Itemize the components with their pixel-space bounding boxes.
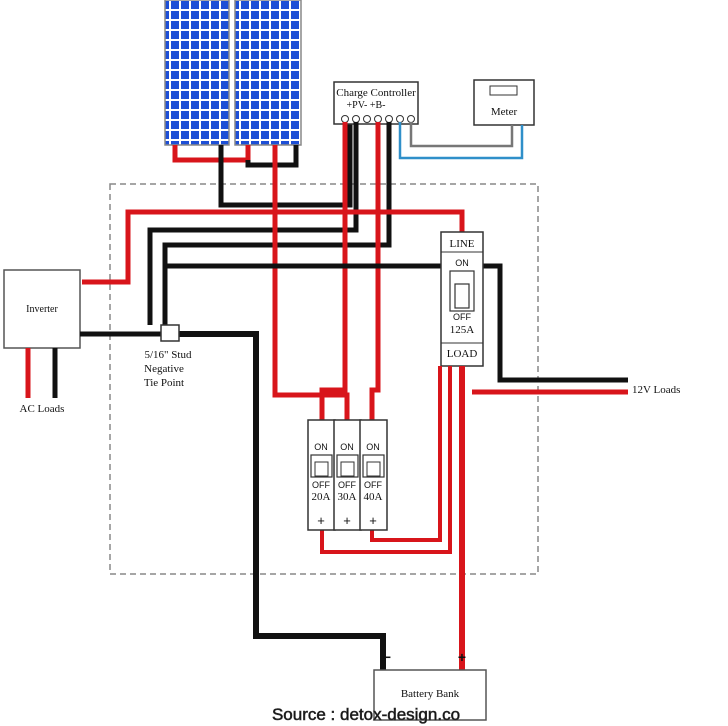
main-breaker-line-label: LINE — [449, 238, 474, 250]
panel-wire-black-left — [218, 120, 353, 208]
breaker-30a-rating: 30A — [338, 491, 357, 503]
ac-loads-label: AC Loads — [20, 403, 65, 415]
charge-controller-terminals: +PV- +B- — [347, 100, 386, 111]
panel-positive-bus — [272, 145, 350, 420]
stud-to-battery-negative — [172, 331, 386, 670]
tie-point-line1: 5/16" Stud — [145, 349, 192, 361]
breaker-40a: ON OFF 40A + — [359, 419, 388, 531]
pv-positive-to-breaker-20a — [319, 122, 348, 420]
breaker-20a-on: ON — [314, 442, 328, 452]
main-breaker-off-label: OFF — [453, 312, 471, 322]
breaker-30a-plus: + — [343, 513, 351, 528]
main-load-to-breakers-a — [320, 366, 452, 554]
breaker-30a-on: ON — [340, 442, 354, 452]
solar-panel-right — [234, 0, 302, 146]
loads-negative-wire — [162, 263, 628, 383]
main-breaker-load-label: LOAD — [447, 348, 478, 360]
tie-point-line2: Negative — [144, 363, 184, 375]
main-load-to-breakers-b — [370, 366, 442, 542]
breaker-20a: ON OFF 20A + — [307, 419, 336, 531]
breaker-40a-off: OFF — [364, 480, 382, 490]
breaker-30a-off: OFF — [338, 480, 356, 490]
battery-positive-to-breaker-40a — [369, 122, 381, 420]
meter-wire-blue — [398, 122, 524, 160]
breaker-20a-off: OFF — [312, 480, 330, 490]
charge-controller: Charge Controller +PV- +B- — [333, 81, 419, 125]
battery-bank: − + Battery Bank — [373, 649, 487, 721]
inverter: Inverter — [3, 269, 81, 349]
breaker-20a-plus: + — [317, 513, 325, 528]
inverter-positive-wire — [82, 209, 465, 285]
battery-label: Battery Bank — [401, 688, 460, 700]
main-breaker-on-label: ON — [455, 258, 469, 268]
meter: Meter — [473, 79, 535, 126]
battery-plus: + — [458, 649, 466, 665]
main-breaker-125a: LINE ON OFF 125A LOAD — [440, 231, 484, 367]
meter-wire-grey — [409, 122, 514, 148]
tie-point-line3: Tie Point — [144, 377, 184, 389]
breaker-20a-rating: 20A — [312, 491, 331, 503]
inverter-label: Inverter — [26, 304, 58, 315]
breaker-30a: ON OFF 30A + — [333, 419, 362, 531]
meter-label: Meter — [491, 106, 518, 118]
source-watermark: Source : detox-design.co — [272, 705, 460, 724]
loads-12v-label: 12V Loads — [632, 384, 680, 396]
main-breaker-rating: 125A — [450, 324, 475, 336]
battery-minus: − — [383, 649, 391, 665]
breaker-40a-rating: 40A — [364, 491, 383, 503]
panel-wire-red-left — [172, 145, 251, 163]
solar-panel-left — [164, 0, 230, 146]
panel-wire-black-right — [245, 145, 299, 168]
breaker-40a-on: ON — [366, 442, 380, 452]
negative-tie-point-stud — [160, 324, 180, 342]
breaker-40a-plus: + — [369, 513, 377, 528]
pv-negative-wire — [147, 122, 359, 325]
charge-controller-title: Charge Controller — [336, 87, 416, 99]
